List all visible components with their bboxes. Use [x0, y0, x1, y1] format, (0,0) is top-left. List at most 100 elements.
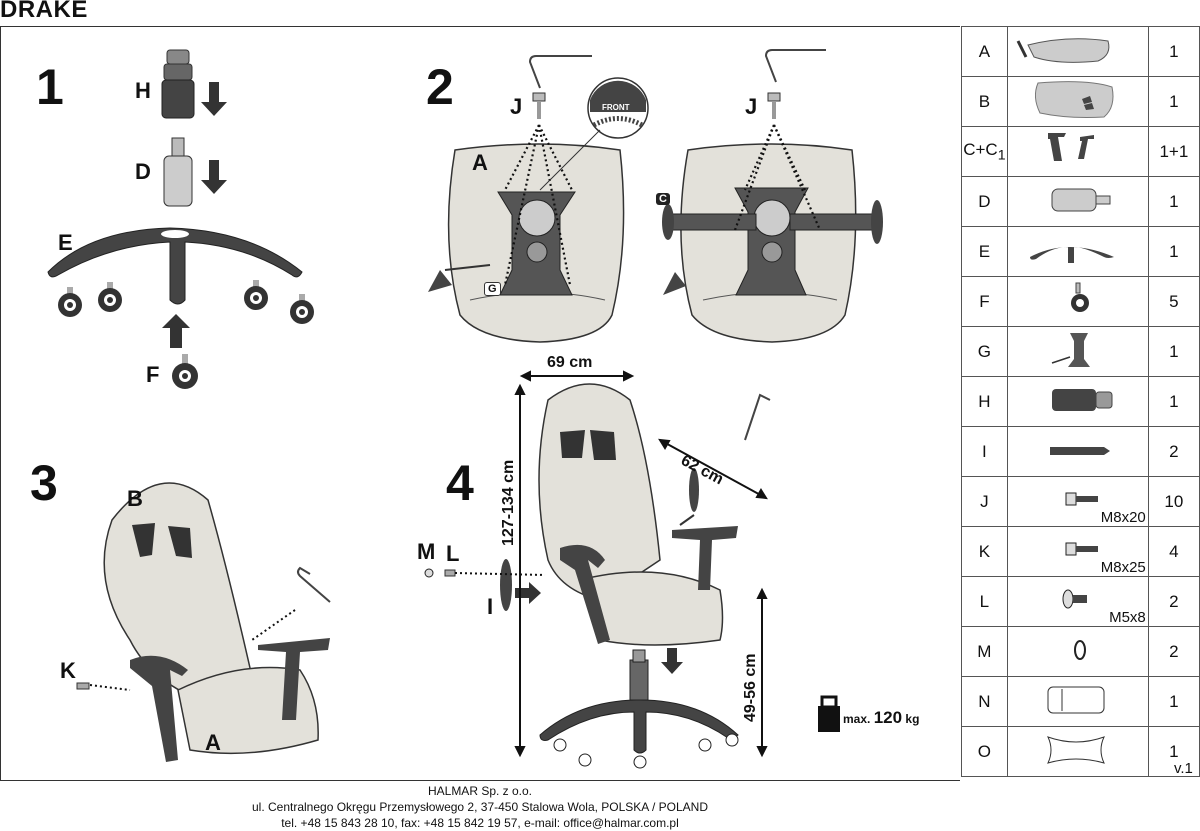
connector-icon: [1049, 447, 1110, 455]
step4-dimension-lines: [514, 370, 768, 758]
part-spec: M8x20: [1100, 509, 1146, 526]
dimension-seat-height: 49-56 cm: [742, 653, 759, 723]
part-code: K: [961, 526, 1008, 577]
part-code: F: [961, 276, 1008, 327]
seat-icon: [1016, 38, 1110, 63]
label-f: F: [146, 362, 160, 387]
version-label: v.1: [1174, 760, 1193, 777]
document-title: DRAKE: [0, 0, 88, 23]
part-code-text: C+C: [963, 139, 998, 159]
part-code-text: B: [978, 91, 991, 111]
part-quantity: 4: [1147, 526, 1200, 577]
mechanism-icon: [1051, 333, 1090, 367]
part-picture: [1006, 226, 1149, 277]
label-k: K: [60, 658, 76, 683]
part-quantity: 1: [1147, 676, 1200, 727]
part-picture: [1006, 676, 1149, 727]
star-base-icon: [1029, 247, 1114, 263]
step4-arrow-right: [515, 582, 541, 604]
screw-icon: [1062, 589, 1087, 609]
label-a-step3: A: [205, 730, 221, 755]
part-code: B: [961, 76, 1008, 127]
label-b: B: [127, 486, 143, 511]
step2-dotted-guides: [503, 124, 822, 286]
bolt-icon: [1065, 542, 1098, 556]
part-code: G: [961, 326, 1008, 377]
label-m: M: [417, 539, 436, 564]
part-code: I: [961, 426, 1008, 477]
footer: HALMAR Sp. z o.o. ul. Centralnego Okręgu…: [0, 783, 960, 831]
part-quantity: 1+1: [1147, 126, 1200, 177]
part-quantity: 1: [1147, 376, 1200, 427]
gas-lift-icon: [1051, 188, 1111, 212]
step-number-4: 4: [446, 455, 474, 511]
step2-hex-keys: [528, 49, 826, 89]
lumbar-pillow-icon: [1046, 736, 1105, 764]
part-code-text: E: [978, 241, 991, 261]
instruction-frame: [0, 26, 960, 781]
part-code-text: L: [979, 591, 990, 611]
part-code-subscript: 1: [997, 147, 1006, 164]
step3-chair: [103, 482, 330, 762]
part-spec: M5x8: [1109, 609, 1146, 626]
part-code: D: [961, 176, 1008, 227]
part-picture: M8x25: [1006, 526, 1149, 577]
label-a-step2: A: [472, 150, 488, 175]
footer-company: HALMAR Sp. z o.o.: [427, 784, 533, 798]
part-code: E: [961, 226, 1008, 277]
caster-icon: [1070, 282, 1089, 312]
part-quantity: 1: [1147, 26, 1200, 77]
step1-star-base: [47, 227, 303, 305]
backrest-icon: [1034, 81, 1114, 118]
max-load-unit: kg: [905, 712, 920, 726]
part-code-text: I: [982, 441, 987, 461]
label-l: L: [446, 541, 460, 566]
part-code-text: D: [978, 191, 991, 211]
step3-hardware: [76, 566, 331, 691]
part-quantity: 1: [1147, 326, 1200, 377]
step-number-2: 2: [426, 59, 454, 115]
label-e: E: [58, 230, 73, 255]
step1-gas-lift: [163, 137, 193, 207]
pillow-icon: [1047, 686, 1105, 714]
part-picture: [1006, 376, 1149, 427]
part-code-text: F: [979, 291, 990, 311]
armrests-icon: [1047, 133, 1094, 161]
bolt-icon: [1065, 492, 1098, 506]
part-quantity: 1: [1147, 726, 1200, 777]
part-quantity: 1: [1147, 76, 1200, 127]
label-c: C: [656, 193, 670, 205]
footer-address: ul. Centralnego Okręgu Przemysłowego 2, …: [251, 800, 708, 814]
part-picture: [1006, 26, 1149, 77]
part-code: H: [961, 376, 1008, 427]
part-code-text: M: [977, 641, 992, 661]
dimension-height: 127-134 cm: [500, 459, 517, 546]
label-h: H: [135, 78, 151, 103]
part-picture: [1006, 276, 1149, 327]
part-quantity: 1: [1147, 176, 1200, 227]
step2-front-detail: [539, 77, 649, 191]
part-code: N: [961, 676, 1008, 727]
label-g: G: [484, 282, 501, 296]
label-i: I: [487, 594, 494, 619]
part-code: J: [961, 476, 1008, 527]
part-code-text: N: [978, 691, 991, 711]
step4-chair: [538, 383, 739, 769]
part-picture: M8x20: [1006, 476, 1149, 527]
part-quantity: 5: [1147, 276, 1200, 327]
part-picture: [1006, 326, 1149, 377]
part-code-text: G: [977, 341, 991, 361]
part-code: A: [961, 26, 1008, 77]
